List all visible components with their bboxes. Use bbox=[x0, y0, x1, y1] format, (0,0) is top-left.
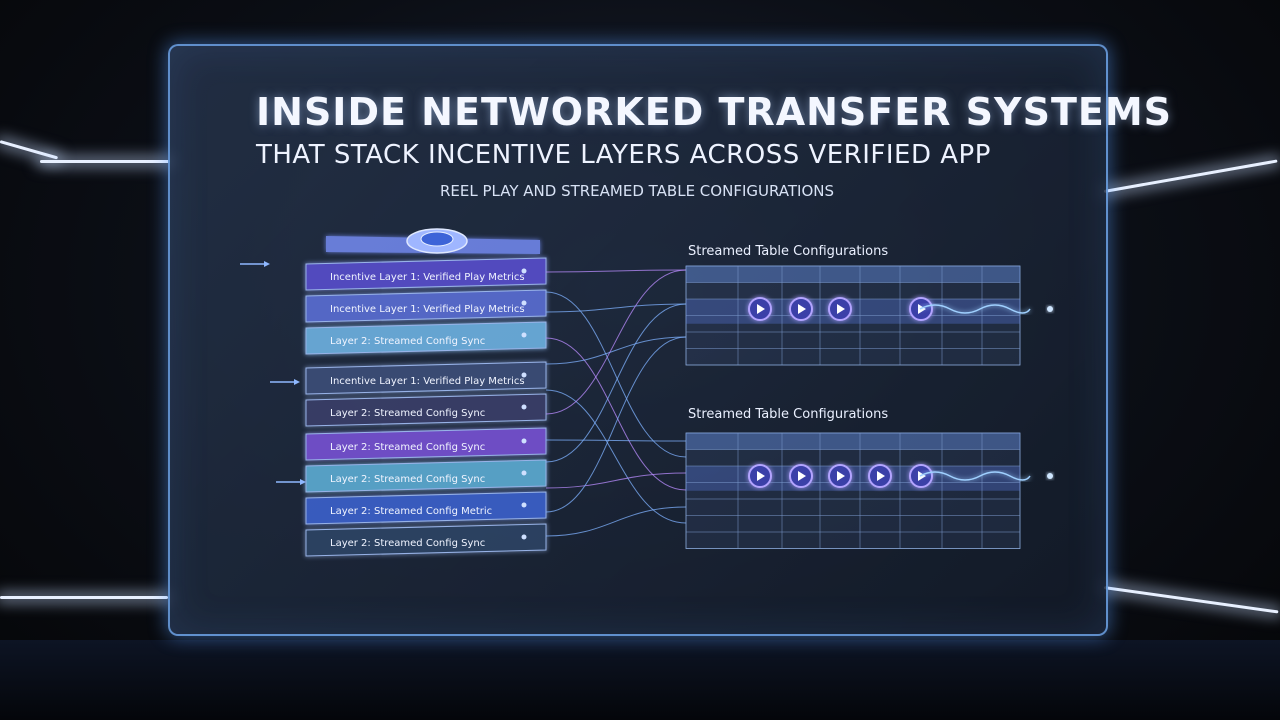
play-triangle bbox=[877, 471, 885, 481]
flow-line bbox=[545, 472, 687, 489]
stack-layer-label: Layer 2: Streamed Config Sync bbox=[330, 538, 485, 549]
stack-layer-label: Incentive Layer 1: Verified Play Metrics bbox=[330, 272, 525, 283]
page-title: INSIDE NETWORKED TRANSFER SYSTEMS bbox=[256, 90, 1172, 134]
stack-layer bbox=[305, 361, 547, 395]
play-triangle bbox=[918, 471, 926, 481]
stack-layer-label: Layer 2: Streamed Config Sync bbox=[330, 442, 485, 453]
stack-layer bbox=[305, 491, 547, 525]
stack-top-disc-inner bbox=[420, 231, 454, 247]
flow-line bbox=[545, 269, 687, 273]
flow-line bbox=[545, 506, 687, 537]
stack-layer-label: Layer 2: Streamed Config Sync bbox=[330, 336, 485, 347]
table-2-highlight-row bbox=[686, 466, 1020, 491]
layer-port bbox=[521, 372, 527, 378]
table-title-2: Streamed Table Configurations bbox=[688, 407, 889, 422]
signal-wave bbox=[919, 304, 1031, 314]
input-arrowhead bbox=[294, 379, 300, 385]
play-triangle bbox=[798, 304, 806, 314]
stack-layer bbox=[305, 459, 547, 493]
play-triangle bbox=[798, 471, 806, 481]
page-subtitle-line2: REEL PLAY AND STREAMED TABLE CONFIGURATI… bbox=[440, 182, 835, 200]
layer-port bbox=[521, 438, 527, 444]
stack-layer bbox=[305, 427, 547, 461]
flow-line bbox=[545, 439, 687, 442]
wall-light-left-mid bbox=[40, 160, 170, 163]
table-2-header-row bbox=[686, 433, 1020, 450]
flow-line bbox=[545, 269, 687, 415]
flow-line bbox=[545, 336, 687, 513]
table-1-highlight-row bbox=[686, 299, 1020, 324]
signal-wave bbox=[919, 471, 1031, 481]
stack-layer-label: Layer 2: Streamed Config Metric bbox=[330, 506, 492, 517]
page-subtitle-line1: THAT STACK INCENTIVE LAYERS ACROSS VERIF… bbox=[256, 140, 991, 170]
layer-port bbox=[521, 534, 527, 540]
play-triangle bbox=[757, 471, 765, 481]
flow-line bbox=[545, 303, 687, 313]
layer-port bbox=[521, 502, 527, 508]
signal-endpoint bbox=[1047, 473, 1053, 479]
flow-line bbox=[545, 303, 687, 463]
flow-line bbox=[545, 336, 687, 365]
stack-layer bbox=[305, 289, 547, 323]
stack-layer bbox=[305, 393, 547, 427]
layer-port bbox=[521, 404, 527, 410]
stack-layer-label: Incentive Layer 1: Verified Play Metrics bbox=[330, 304, 525, 315]
play-triangle bbox=[837, 471, 845, 481]
table-2-frame bbox=[685, 432, 1021, 549]
flow-line bbox=[545, 291, 687, 458]
flow-line bbox=[545, 389, 687, 524]
floor bbox=[0, 640, 1280, 720]
stack-layer-label: Layer 2: Streamed Config Sync bbox=[330, 408, 485, 419]
layer-port bbox=[521, 332, 527, 338]
stack-layer bbox=[305, 321, 547, 355]
layer-port bbox=[521, 268, 527, 274]
stack-layer bbox=[305, 257, 547, 291]
wall-light-left-bottom bbox=[0, 596, 168, 599]
signal-endpoint bbox=[1047, 306, 1053, 312]
stack-layer-label: Layer 2: Streamed Config Sync bbox=[330, 474, 485, 485]
table-title-1: Streamed Table Configurations bbox=[688, 244, 889, 259]
play-triangle bbox=[757, 304, 765, 314]
stack-layer-label: Incentive Layer 1: Verified Play Metrics bbox=[330, 376, 525, 387]
layer-port bbox=[521, 300, 527, 306]
play-triangle bbox=[837, 304, 845, 314]
stack-layer bbox=[305, 523, 547, 557]
layer-port bbox=[521, 470, 527, 476]
input-arrowhead bbox=[300, 479, 306, 485]
play-triangle bbox=[918, 304, 926, 314]
flow-line bbox=[545, 337, 687, 491]
table-1-header-row bbox=[686, 266, 1020, 283]
input-arrowhead bbox=[264, 261, 270, 267]
